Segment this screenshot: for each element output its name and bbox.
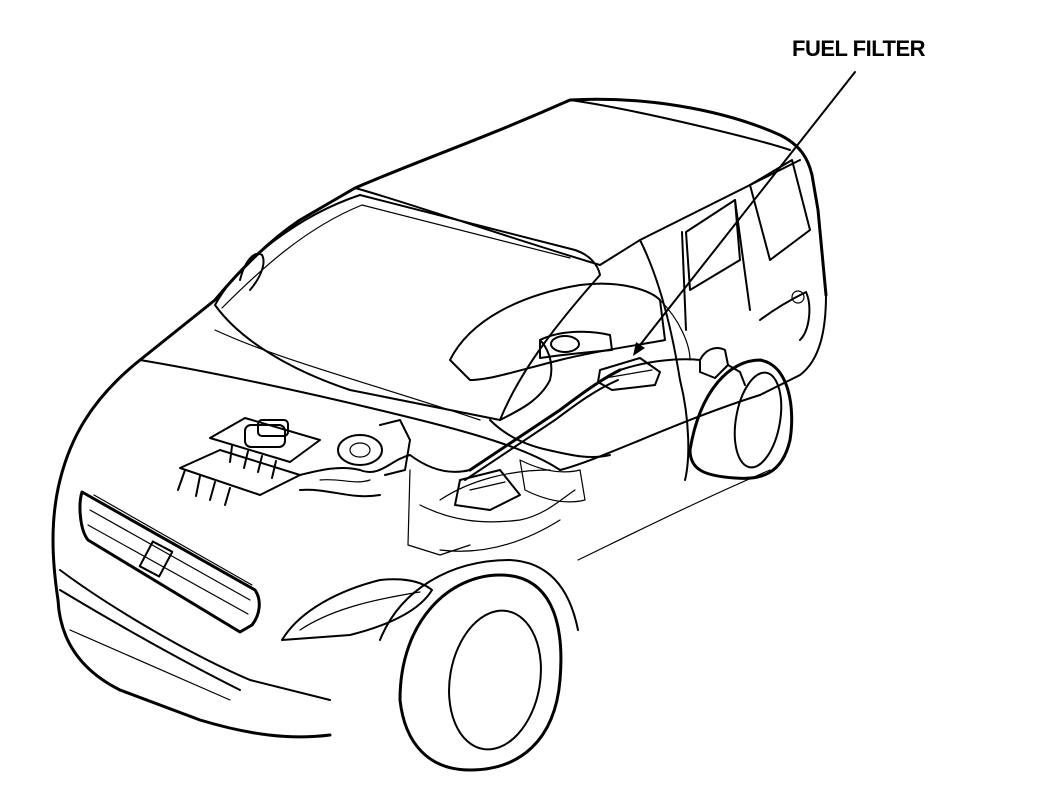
headlight: [281, 578, 433, 641]
fuel-tank: [439, 282, 691, 503]
engine-fuel-rail: [177, 417, 521, 511]
fuel-lines: [407, 339, 746, 556]
fuel-filter-leader-line: [633, 71, 856, 356]
front-grille: [59, 490, 331, 701]
rear-wheel: [688, 358, 794, 480]
vehicle-body-outline: [51, 97, 828, 739]
fuel-filter-callout-label: FUEL FILTER: [792, 36, 926, 61]
front-wheel: [379, 559, 579, 772]
